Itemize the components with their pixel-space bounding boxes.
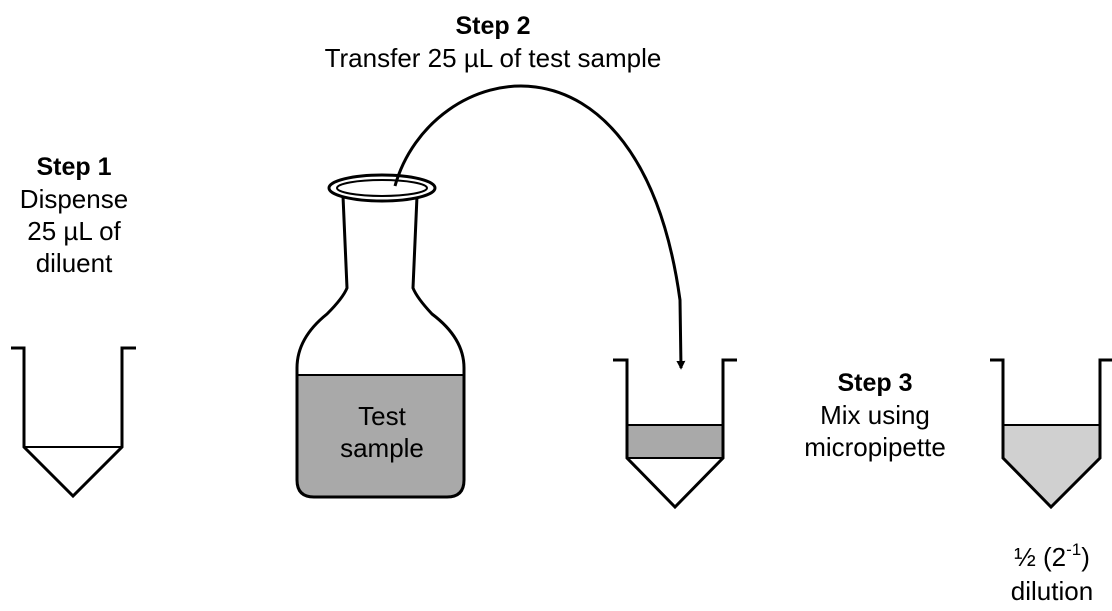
dilution-result-label: ½ (2-1) dilution <box>992 540 1112 608</box>
transfer-arrow <box>393 84 686 370</box>
bottle-mouth-rim <box>327 173 437 203</box>
power-base: (2 <box>1043 542 1067 572</box>
step-2-label: Step 2 Transfer 25 µL of test sample <box>318 10 668 74</box>
step-2-text: Transfer 25 µL of test sample <box>324 43 662 73</box>
step-1-line-2: 25 µL of <box>27 216 121 246</box>
sample-liquid <box>297 375 464 497</box>
step-1-line-1: Dispense <box>19 184 129 214</box>
step-2-title: Step 2 <box>455 12 531 40</box>
well-3 <box>990 358 1112 510</box>
step-3-line-1: Mix using <box>820 400 930 430</box>
step-3-line-2: micropipette <box>804 432 946 462</box>
well-2 <box>613 358 737 510</box>
sample-bottle <box>295 173 466 499</box>
bottle-label-line-1: Test <box>358 401 406 431</box>
bottle-label-line-2: sample <box>340 433 424 463</box>
step-1-line-3: diluent <box>35 248 113 278</box>
step-3-label: Step 3 Mix using micropipette <box>800 367 950 463</box>
step-1-label: Step 1 Dispense 25 µL of diluent <box>0 151 148 279</box>
bottle-label: Test sample <box>322 400 442 464</box>
step-1-title: Step 1 <box>36 153 112 181</box>
step-3-title: Step 3 <box>837 369 913 397</box>
well-1 <box>11 346 136 499</box>
power-exponent: -1 <box>1066 540 1082 559</box>
dilution-fraction: ½ (2-1) <box>992 540 1112 574</box>
dilution-word: dilution <box>1010 576 1094 606</box>
fraction-half: ½ <box>1014 542 1036 572</box>
power-close: ) <box>1081 542 1090 572</box>
